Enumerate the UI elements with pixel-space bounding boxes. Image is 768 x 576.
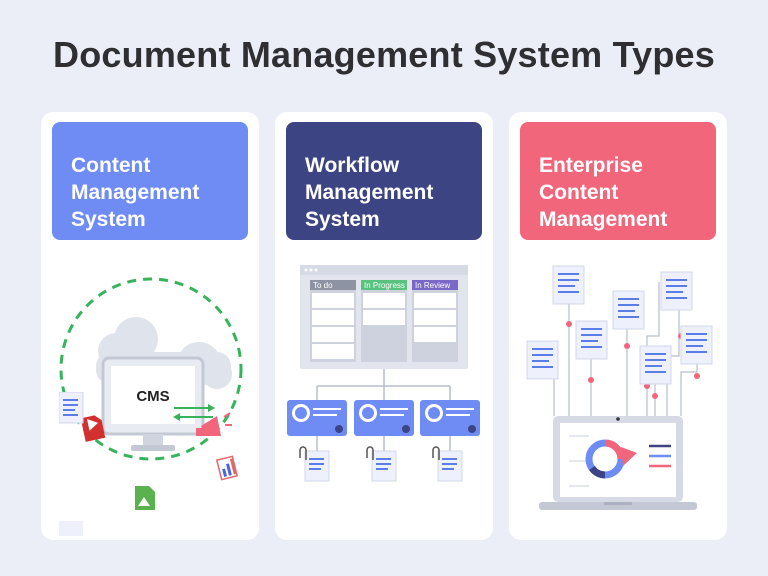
ecm-node-dots [551, 321, 700, 399]
kanban-board: To do In Progress In Review [300, 265, 468, 369]
column-in-review: In Review [415, 281, 450, 290]
workflow-banner: Workflow Management System [286, 122, 482, 240]
attached-document-1 [299, 446, 330, 482]
ecm-banner: Enterprise Content Management [520, 122, 716, 240]
ecm-card: Enterprise Content Management [509, 112, 727, 540]
cms-illustration: CMS [59, 277, 243, 536]
cms-title-line-2: Management [71, 181, 200, 204]
ecm-banner-title: Enterprise Content Management [539, 152, 714, 233]
image-file-icon [135, 486, 155, 510]
paperclip-icon [432, 446, 440, 460]
column-in-progress: In Progress [364, 281, 405, 290]
donut-chart-icon [585, 439, 637, 479]
paperclip-icon [366, 446, 374, 460]
ecm-title-line-2: Content [539, 181, 619, 204]
ecm-title-line-3: Management [539, 208, 668, 231]
chart-icon [215, 455, 239, 481]
ecm-document [612, 290, 645, 330]
cms-title-line-3: System [71, 208, 146, 231]
cms-banner: Content Management System [52, 122, 248, 240]
assignee-card-2 [354, 400, 414, 436]
document-icon [59, 521, 83, 536]
ecm-document [526, 340, 559, 380]
task-card [414, 293, 456, 308]
task-card [312, 310, 354, 325]
assignee-card-1 [287, 400, 347, 436]
cms-banner-title: Content Management System [71, 152, 246, 233]
page-title: Document Management System Types [53, 34, 715, 75]
text-file-icon [59, 392, 84, 424]
task-card [363, 310, 405, 325]
task-card [312, 327, 354, 342]
ecm-document [639, 345, 672, 385]
cms-label: CMS [136, 388, 169, 405]
ecm-document [660, 271, 693, 311]
ecm-illustration [526, 265, 713, 510]
task-card [363, 293, 405, 308]
task-card [312, 344, 354, 359]
workflow-title-line-3: System [305, 208, 380, 231]
workflow-title-line-1: Workflow [305, 154, 400, 177]
monitor-icon [101, 356, 205, 451]
chart-legend-lines [649, 444, 671, 468]
task-card [414, 310, 456, 325]
ecm-title-line-1: Enterprise [539, 154, 643, 177]
workflow-banner-title: Workflow Management System [305, 152, 480, 233]
cms-card: Content Management System CMS [41, 112, 259, 540]
ecm-document [680, 325, 713, 365]
workflow-title-line-2: Management [305, 181, 434, 204]
cms-orbit-path [59, 277, 243, 461]
sync-arrows-icon [173, 404, 215, 421]
task-card [414, 327, 456, 342]
workflow-card: Workflow Management System To do In Prog… [275, 112, 493, 540]
megaphone-icon [196, 412, 232, 436]
column-to-do: To do [313, 281, 333, 290]
video-file-icon [80, 415, 106, 442]
workflow-connectors [316, 369, 451, 451]
assignee-card-3 [420, 400, 480, 436]
task-card [312, 293, 354, 308]
workflow-illustration: To do In Progress In Review [287, 265, 480, 482]
ecm-document [575, 320, 608, 360]
paperclip-icon [299, 446, 307, 460]
ecm-document [552, 265, 585, 305]
attached-document-3 [432, 446, 463, 482]
cms-title-line-1: Content [71, 154, 151, 177]
attached-document-2 [366, 446, 397, 482]
